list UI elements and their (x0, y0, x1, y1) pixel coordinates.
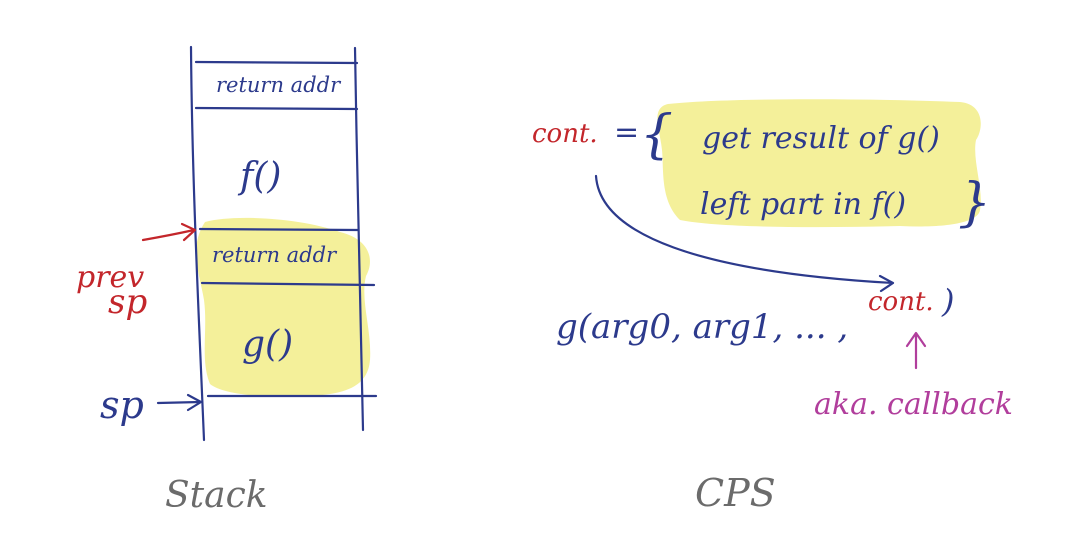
stack-right-wall (353, 46, 365, 432)
cont-body-line-1: get result of g() (702, 121, 940, 156)
aka-arrow (905, 331, 927, 370)
stack-caption: Stack (165, 475, 268, 516)
cps-caption: CPS (695, 471, 776, 515)
brace-open: { (640, 105, 673, 165)
stack-divider-3 (198, 227, 360, 232)
stack-divider-1 (194, 60, 359, 65)
call-close-paren: ) (941, 282, 954, 320)
cps-diagram: cont. = { get result of g() left part in… (532, 99, 1013, 515)
cont-pass-arrow (594, 174, 895, 293)
stack-frame-f: f() (237, 156, 281, 197)
call-cont-arg: cont. (868, 287, 934, 317)
cont-body-line-2: left part in f() (700, 187, 906, 222)
prev-sp-label-line2: sp (108, 282, 147, 322)
stack-left-wall (189, 45, 206, 442)
sp-arrow (156, 393, 203, 412)
equals-sign: = (614, 115, 639, 150)
prev-sp-arrow (141, 222, 197, 242)
cont-label: cont. (532, 119, 598, 149)
prev-sp-label-line1: prev (76, 260, 144, 295)
sp-label: sp (100, 383, 144, 427)
aka-callback-label: aka. callback (814, 387, 1013, 422)
stack-divider-4 (200, 281, 376, 287)
call-expression: g(arg0, arg1, ... , (556, 307, 848, 347)
stack-frame-return-addr-mid: return addr (212, 243, 338, 267)
stack-highlight (196, 217, 371, 397)
stack-frame-g: g() (242, 324, 293, 365)
stack-divider-2 (194, 106, 359, 111)
stack-frame-return-addr-top: return addr (216, 73, 342, 97)
stack-diagram: return addr f() return addr g() prev sp … (76, 45, 378, 516)
brace-close: } (958, 173, 991, 233)
cps-highlight (657, 99, 981, 228)
